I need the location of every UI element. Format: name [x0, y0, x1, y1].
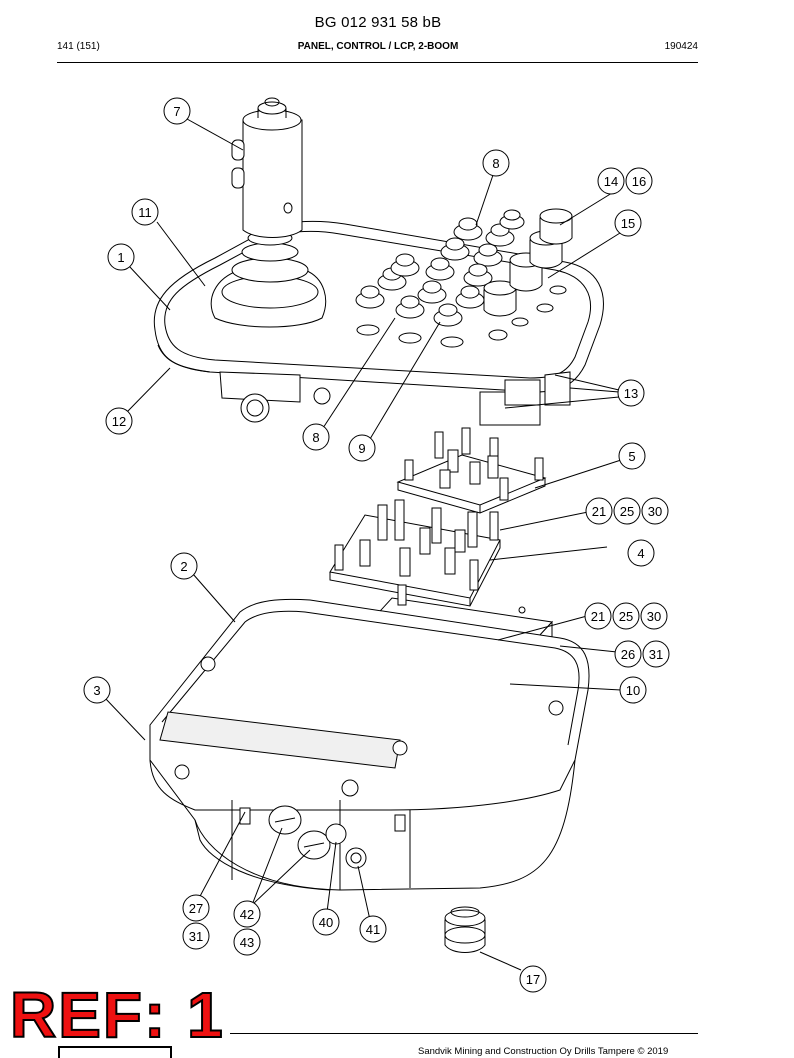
- callout-30-b: 30: [640, 602, 668, 630]
- circuit-board-lower: [329, 499, 501, 607]
- svg-text:5: 5: [628, 449, 635, 464]
- svg-text:26: 26: [621, 647, 635, 662]
- callouts: 7 8 14 16 11 15 1 13 12 8 9 5 21 25 30 4…: [83, 97, 670, 993]
- callout-4: 4: [627, 539, 655, 567]
- callout-1: 1: [107, 243, 135, 271]
- lower-housing: [149, 598, 590, 891]
- cable-gland: [444, 906, 486, 953]
- circuit-board-upper: [396, 427, 547, 514]
- footer-copyright: Sandvik Mining and Construction Oy Drill…: [418, 1046, 669, 1057]
- svg-text:30: 30: [648, 504, 662, 519]
- callout-31-a: 31: [642, 640, 670, 668]
- svg-text:30: 30: [647, 609, 661, 624]
- svg-text:41: 41: [366, 922, 380, 937]
- svg-text:10: 10: [626, 683, 640, 698]
- callout-8-top: 8: [482, 149, 510, 177]
- callout-43: 43: [233, 928, 261, 956]
- callout-27: 27: [182, 894, 210, 922]
- svg-text:3: 3: [93, 683, 100, 698]
- svg-text:8: 8: [492, 156, 499, 171]
- joystick: [210, 97, 327, 328]
- svg-text:43: 43: [240, 935, 254, 950]
- date-code: 190424: [664, 41, 698, 52]
- svg-text:1: 1: [117, 250, 124, 265]
- callout-41: 41: [359, 915, 387, 943]
- panel-buttons: [355, 208, 573, 348]
- page-title: PANEL, CONTROL / LCP, 2-BOOM: [297, 41, 459, 52]
- callout-17: 17: [519, 965, 547, 993]
- callout-5: 5: [618, 442, 646, 470]
- svg-text:40: 40: [319, 915, 333, 930]
- svg-text:25: 25: [620, 504, 634, 519]
- callout-21-a: 21: [585, 497, 613, 525]
- callout-21-b: 21: [584, 602, 612, 630]
- callout-26: 26: [614, 640, 642, 668]
- document-number: BG 012 931 58 bB: [314, 14, 442, 31]
- svg-text:21: 21: [591, 609, 605, 624]
- svg-text:2: 2: [180, 559, 187, 574]
- header-rule: [57, 62, 698, 63]
- svg-text:31: 31: [649, 647, 663, 662]
- page-reference: 141 (151): [57, 41, 100, 52]
- callout-9: 9: [348, 434, 376, 462]
- svg-text:14: 14: [604, 174, 618, 189]
- company-logo: [58, 1046, 172, 1058]
- leader-lines: [104, 118, 622, 971]
- svg-text:17: 17: [526, 972, 540, 987]
- svg-text:16: 16: [632, 174, 646, 189]
- callout-3: 3: [83, 676, 111, 704]
- svg-text:8: 8: [312, 430, 319, 445]
- callout-10: 10: [619, 676, 647, 704]
- callout-15: 15: [614, 209, 642, 237]
- callout-31-b: 31: [182, 922, 210, 950]
- svg-text:13: 13: [624, 386, 638, 401]
- svg-text:21: 21: [592, 504, 606, 519]
- callout-16: 16: [625, 167, 653, 195]
- callout-2: 2: [170, 552, 198, 580]
- svg-text:42: 42: [240, 907, 254, 922]
- callout-8-lower: 8: [302, 423, 330, 451]
- svg-text:11: 11: [138, 205, 152, 220]
- svg-text:15: 15: [621, 216, 635, 231]
- callout-40: 40: [312, 908, 340, 936]
- callout-7: 7: [163, 97, 191, 125]
- svg-text:9: 9: [358, 441, 365, 456]
- ref-stamp: REF: 1: [9, 979, 225, 1051]
- svg-text:31: 31: [189, 929, 203, 944]
- svg-text:27: 27: [189, 901, 203, 916]
- callout-11: 11: [131, 198, 159, 226]
- callout-13: 13: [617, 379, 645, 407]
- callout-42: 42: [233, 900, 261, 928]
- svg-text:25: 25: [619, 609, 633, 624]
- callout-12: 12: [105, 407, 133, 435]
- callout-14: 14: [597, 167, 625, 195]
- svg-text:12: 12: [112, 414, 126, 429]
- callout-30-a: 30: [641, 497, 669, 525]
- svg-text:4: 4: [637, 546, 644, 561]
- callout-25-b: 25: [612, 602, 640, 630]
- svg-text:7: 7: [173, 104, 180, 119]
- footer-rule: [230, 1033, 698, 1034]
- callout-25-a: 25: [613, 497, 641, 525]
